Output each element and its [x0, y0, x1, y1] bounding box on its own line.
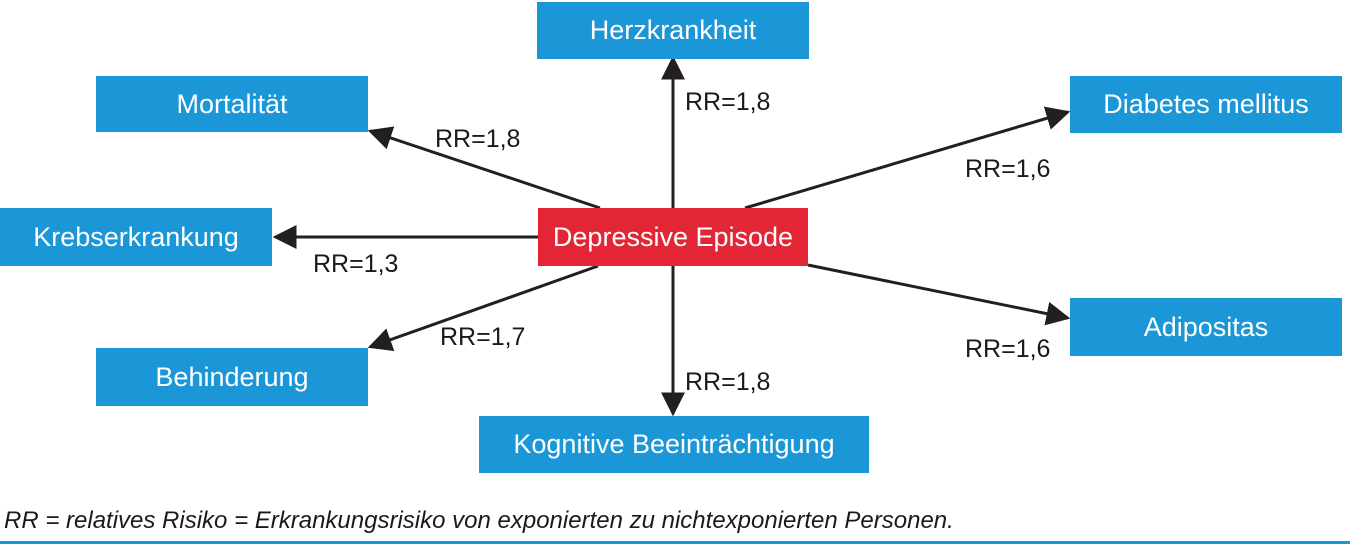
- bottom-rule: [0, 541, 1350, 544]
- node-depressive-episode: Depressive Episode: [538, 208, 808, 266]
- node-kognitive-beeintraechtigung: Kognitive Beeinträchtigung: [479, 416, 869, 473]
- edge-label-herz: RR=1,8: [685, 88, 771, 116]
- node-mortalitaet: Mortalität: [96, 76, 368, 132]
- arrow-diabetes: [744, 106, 1071, 210]
- edge-label-diabetes: RR=1,6: [965, 155, 1051, 183]
- edge-label-krebs: RR=1,3: [313, 250, 399, 278]
- node-krebserkrankung: Krebserkrankung: [0, 208, 272, 266]
- arrow-adipositas: [807, 263, 1071, 326]
- node-herzkrankheit: Herzkrankheit: [537, 2, 809, 59]
- edge-label-mortalitaet: RR=1,8: [435, 125, 521, 153]
- edge-label-adipositas: RR=1,6: [965, 335, 1051, 363]
- node-adipositas: Adipositas: [1070, 298, 1342, 356]
- edge-label-kognitiv: RR=1,8: [685, 368, 771, 396]
- node-behinderung: Behinderung: [96, 348, 368, 406]
- footnote: RR = relatives Risiko = Erkrankungsrisik…: [4, 507, 954, 534]
- arrow-behinderung: [367, 264, 599, 352]
- edge-label-behinderung: RR=1,7: [440, 323, 526, 351]
- node-diabetes-mellitus: Diabetes mellitus: [1070, 76, 1342, 133]
- arrow-mortalitaet: [367, 126, 601, 210]
